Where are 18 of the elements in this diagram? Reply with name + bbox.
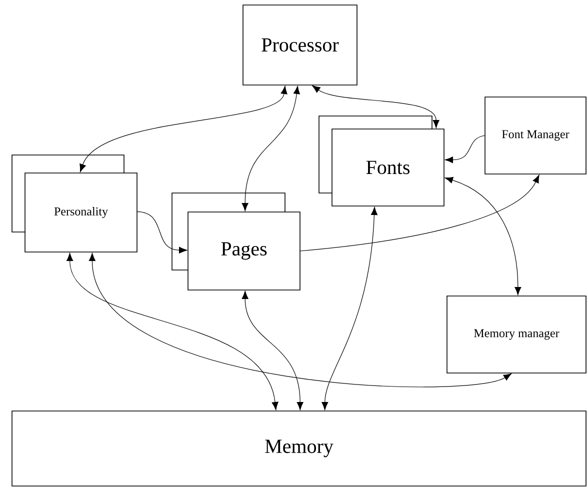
stacked-box: Fonts (318, 116, 444, 206)
arrow (242, 86, 300, 212)
arrow (80, 86, 288, 172)
arrow (444, 135, 486, 164)
arrow (322, 206, 378, 410)
arrow (136, 211, 188, 254)
process-box: Processor (242, 4, 358, 86)
stacked-box: Personality (12, 154, 138, 252)
arrow (88, 252, 512, 388)
arrow (242, 290, 304, 410)
arrow (300, 174, 540, 252)
arrow (444, 176, 522, 296)
process-box: Memory (12, 410, 586, 486)
arrow (66, 252, 278, 410)
process-box: Memory manager (446, 296, 586, 374)
stacked-box: Pages (172, 192, 300, 290)
arrow (312, 85, 440, 128)
process-box: Font Manager (484, 96, 586, 174)
